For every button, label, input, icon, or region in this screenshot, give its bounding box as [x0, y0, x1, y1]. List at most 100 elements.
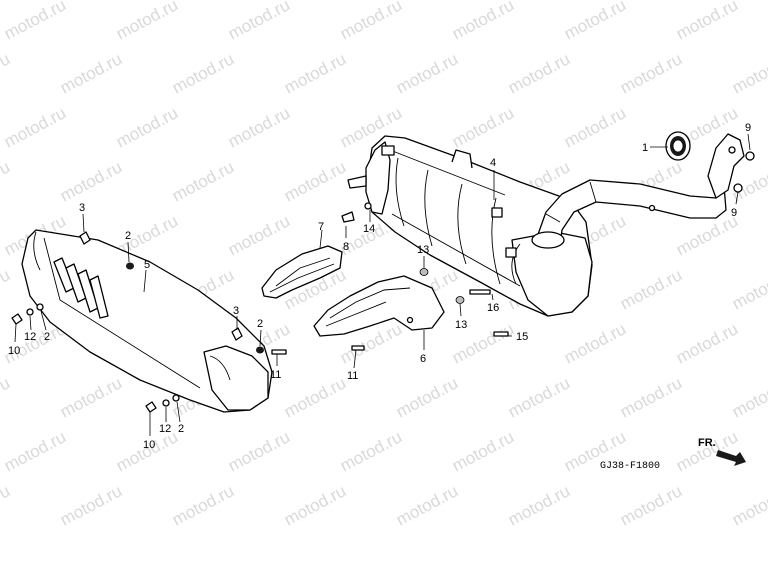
watermark-text: motod.ru [729, 373, 768, 421]
watermark-text: motod.ru [57, 373, 125, 421]
bolt-part-10a [11, 313, 23, 325]
watermark-text: motod.ru [1, 0, 69, 44]
washer-part-12a [26, 308, 34, 316]
gasket-part-1 [665, 131, 691, 161]
exhaust-pipe [531, 133, 745, 249]
watermark-text: motod.ru [393, 49, 461, 97]
callout-2: 2 [44, 331, 50, 343]
watermark-text: motod.ru [281, 49, 349, 97]
callout-6: 6 [420, 353, 426, 365]
bolt-part-11b [351, 345, 365, 351]
watermark-text: motod.ru [617, 373, 685, 421]
callout-13: 13 [417, 244, 429, 256]
watermark-text: motod.ru [729, 49, 768, 97]
watermark-text: motod.ru [225, 427, 293, 475]
watermark-text: motod.ru [337, 0, 405, 44]
callout-2: 2 [178, 423, 184, 435]
callout-3: 3 [79, 202, 85, 214]
watermark-text: motod.ru [393, 373, 461, 421]
watermark-text: motod.ru [225, 211, 293, 259]
watermark-text: motod.ru [225, 0, 293, 44]
leader-lines [14, 133, 751, 436]
nut-part-13b [455, 296, 465, 304]
watermark-text: motod.ru [281, 157, 349, 205]
callout-8: 8 [343, 241, 349, 253]
callout-11: 11 [347, 370, 358, 382]
nut-part-9b [733, 183, 743, 193]
callout-12: 12 [24, 331, 36, 343]
callout-9: 9 [745, 122, 751, 134]
nut-part-14 [364, 202, 372, 210]
watermark-text: motod.ru [561, 0, 629, 44]
callout-13: 13 [455, 319, 467, 331]
callout-12: 12 [159, 423, 171, 435]
callout-11: 11 [270, 369, 281, 381]
callout-5: 5 [144, 259, 150, 271]
watermark-text: motod.ru [0, 49, 13, 97]
callout-14: 14 [363, 223, 375, 235]
arrow-icon [716, 450, 746, 466]
watermark-text: motod.ru [169, 481, 237, 529]
watermark-text: motod.ru [505, 49, 573, 97]
callout-16: 16 [487, 302, 499, 314]
hardware [11, 151, 755, 413]
watermark-text: motod.ru [505, 373, 573, 421]
diagram-code: GJ38-F1800 [600, 461, 660, 472]
watermark-text: motod.ru [617, 265, 685, 313]
bracket-part-7 [261, 245, 343, 299]
watermark-text: motod.ru [1, 103, 69, 151]
callout-10: 10 [143, 439, 155, 451]
watermark-text: motod.ru [281, 481, 349, 529]
callouts: 1 2 2 2 2 3 3 4 5 6 7 8 9 9 10 10 11 11 … [8, 122, 751, 451]
bolt-part-8 [341, 211, 355, 223]
callout-1: 1 [642, 142, 648, 154]
watermark-text: motod.ru [169, 49, 237, 97]
watermark-text: motod.ru [505, 481, 573, 529]
muffler-part-4 [347, 135, 593, 317]
watermark-text: motod.ru [0, 265, 13, 313]
callout-4: 4 [490, 157, 496, 169]
watermark-text: motod.ru [617, 49, 685, 97]
watermark-text: motod.ru [729, 481, 768, 529]
watermark-text: motod.ru [449, 103, 517, 151]
watermark-text: motod.ru [57, 157, 125, 205]
watermark-text: motod.ru [673, 0, 741, 44]
nut-part-9a [745, 151, 755, 161]
watermark-text: motod.ru [113, 103, 181, 151]
watermark-text: motod.ru [561, 103, 629, 151]
nut-part-13a [419, 268, 429, 276]
watermark-text: motod.ru [0, 157, 13, 205]
watermark-text: motod.ru [57, 49, 125, 97]
watermark-text: motod.ru [57, 481, 125, 529]
watermark-text: motod.ru [449, 427, 517, 475]
callout-15: 15 [516, 331, 528, 343]
bolt-part-10b [145, 401, 157, 413]
watermark-text: motod.ru [337, 427, 405, 475]
watermark-text: motod.ru [729, 265, 768, 313]
watermark-text: motod.ru [0, 481, 13, 529]
watermark-text: motod.ru [673, 319, 741, 367]
watermark-text: motod.ru [281, 373, 349, 421]
callout-2: 2 [257, 318, 263, 330]
front-direction-indicator: FR. [698, 437, 746, 466]
bolt-part-11a [271, 349, 287, 355]
heat-guard-part-5 [21, 229, 273, 413]
watermark-text: motod.ru [617, 481, 685, 529]
watermark-text: motod.ru [393, 481, 461, 529]
clip-part-3b [231, 327, 243, 341]
callout-2: 2 [125, 230, 131, 242]
callout-7: 7 [318, 221, 324, 233]
callout-3: 3 [233, 305, 239, 317]
watermark-text: motod.ru [225, 103, 293, 151]
watermark-text: motod.ru [113, 0, 181, 44]
bolt-part-15 [493, 331, 509, 337]
washer-part-12b [162, 399, 170, 407]
clip-part-3a [79, 231, 91, 245]
watermark-text: motod.ru [561, 319, 629, 367]
watermark-text: motod.ru [673, 427, 741, 475]
watermark-text: motod.ru [169, 157, 237, 205]
grommet-part-2b [256, 346, 264, 354]
watermark-text: motod.ru [1, 427, 69, 475]
